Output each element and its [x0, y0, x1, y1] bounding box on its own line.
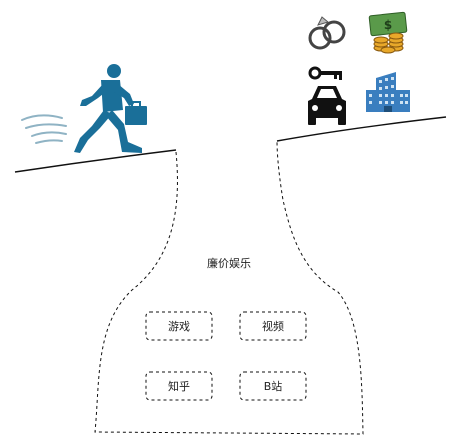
left-cliff-line: [14, 149, 177, 173]
item-zhihu-label: 知乎: [168, 379, 190, 393]
office-building-icon: [366, 72, 410, 112]
rings-icon: [308, 16, 346, 50]
money-coins-icon: $: [368, 11, 408, 54]
item-games: 游戏: [145, 311, 213, 341]
item-zhihu: 知乎: [145, 371, 213, 401]
item-video: 视频: [239, 311, 307, 341]
item-games-label: 游戏: [168, 320, 190, 333]
item-bilibili: B站: [239, 371, 307, 401]
car-key-icon: [308, 66, 346, 125]
pit-outline: [94, 140, 364, 435]
svg-text:$: $: [384, 18, 392, 32]
item-video-label: 视频: [262, 319, 284, 333]
right-cliff-line: [276, 116, 447, 142]
pit-title: 廉价娱乐: [207, 256, 251, 270]
item-bilibili-label: B站: [264, 379, 283, 393]
businessman-running-icon: [21, 64, 147, 153]
